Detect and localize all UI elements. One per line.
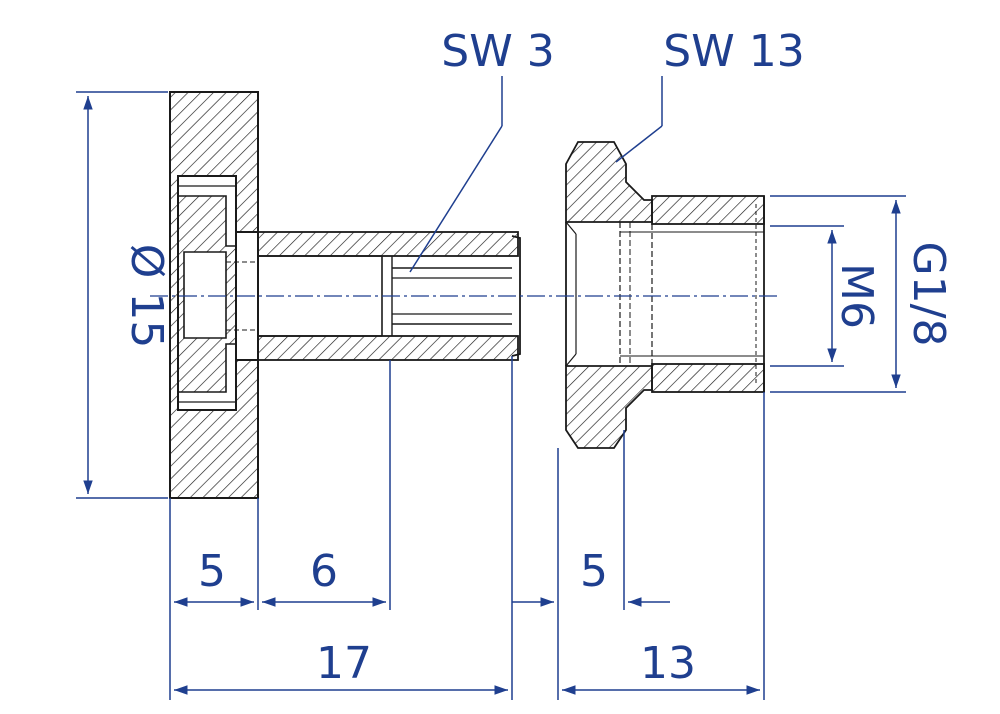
nut-bottom-section xyxy=(565,365,653,449)
label-sw3: SW 3 xyxy=(441,26,554,77)
dimensions xyxy=(76,76,906,700)
head-insert xyxy=(177,195,237,393)
label-dim-6: 6 xyxy=(310,546,338,597)
thread-wall-bottom xyxy=(651,363,765,393)
thread-wall-top xyxy=(651,195,765,225)
label-dim-5-right: 5 xyxy=(580,546,608,597)
label-m6: M6 xyxy=(831,263,882,329)
left-part xyxy=(169,91,521,499)
label-diameter-15: Ø 15 xyxy=(121,244,172,349)
shaft-wall-top xyxy=(257,231,519,257)
right-part xyxy=(565,141,765,449)
shaft-wall-bottom xyxy=(257,335,519,361)
label-dim-5-left: 5 xyxy=(198,546,226,597)
label-sw13: SW 13 xyxy=(663,26,804,77)
label-g18: G1/8 xyxy=(903,242,954,347)
label-dim-13: 13 xyxy=(640,638,696,689)
label-dim-17: 17 xyxy=(316,638,372,689)
nut-top-section xyxy=(565,141,653,223)
